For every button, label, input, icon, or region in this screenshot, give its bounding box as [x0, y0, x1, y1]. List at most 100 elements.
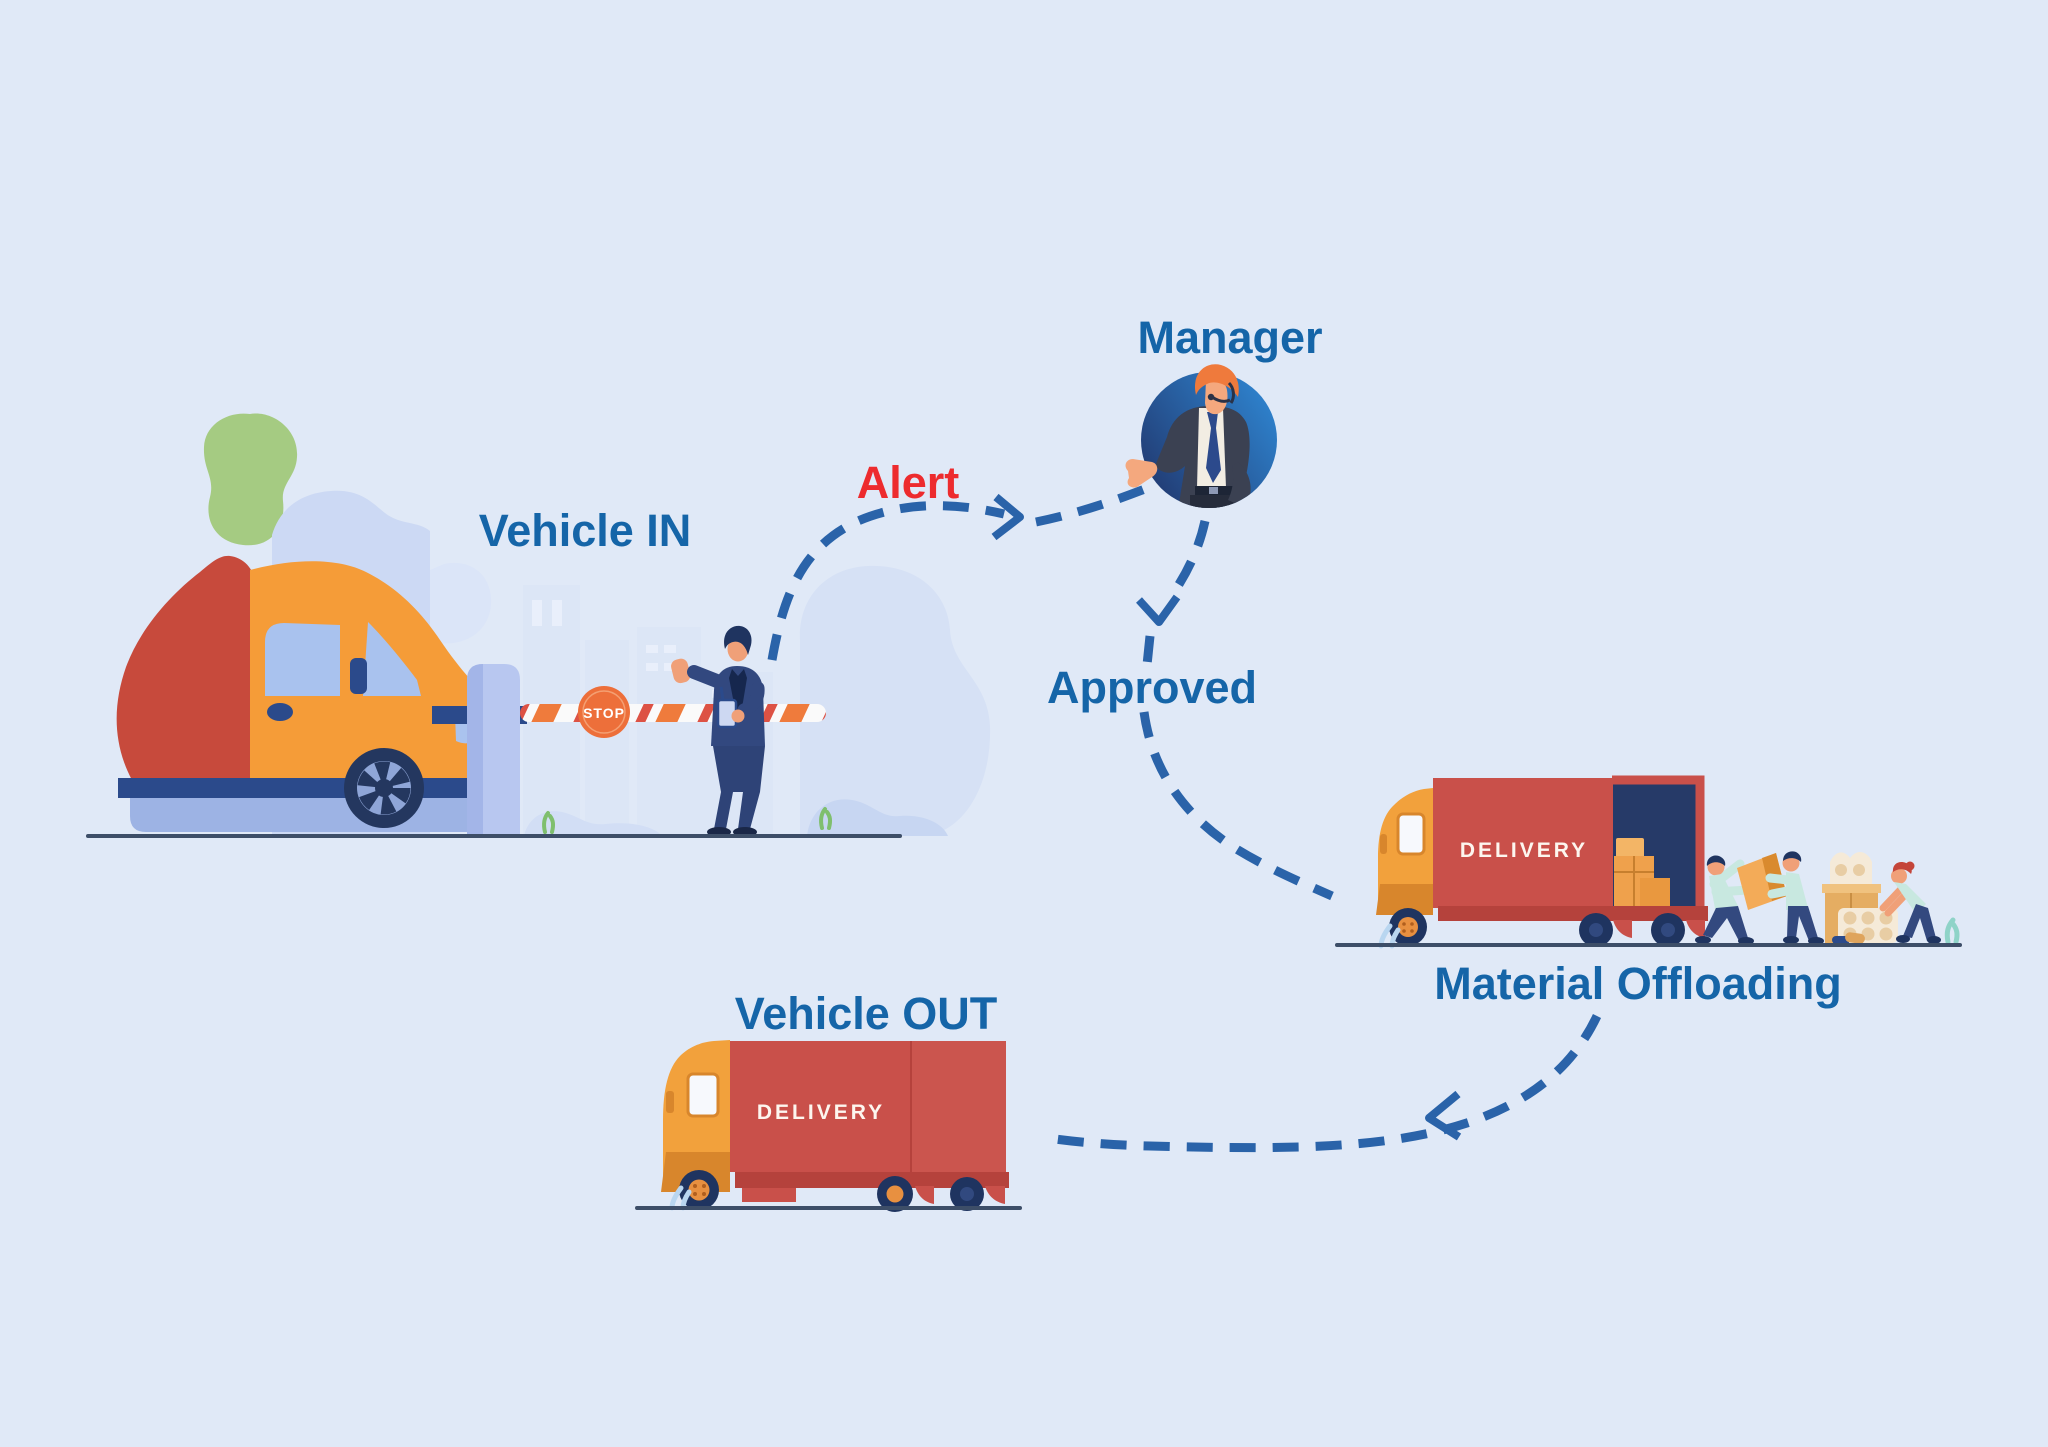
van-side-window	[265, 623, 340, 696]
alert-arrowhead-icon	[991, 493, 1024, 541]
truck-box	[1433, 778, 1613, 908]
truck-chassis	[1438, 906, 1708, 921]
mound-left	[524, 811, 662, 836]
out-truck-mudflap-2	[985, 1186, 1005, 1204]
manager-tie	[1206, 412, 1221, 483]
label-material-offloading: Material Offloading	[1434, 958, 1842, 1009]
worker-3-woman	[1879, 861, 1941, 944]
van-wheel	[344, 748, 424, 828]
scene-vehicle-in: STOP Vehicle IN	[86, 413, 991, 838]
out-truck-box-rear	[912, 1041, 1006, 1172]
guard-hair	[724, 625, 752, 655]
worker-1	[1695, 855, 1754, 945]
out-truck-chassis	[735, 1172, 1009, 1188]
alert-arrow-path	[767, 501, 1006, 661]
worker-1-shoe	[1695, 936, 1711, 944]
worker-1-torso	[1709, 874, 1738, 914]
label-manager: Manager	[1137, 312, 1322, 363]
label-alert: Alert	[857, 457, 960, 508]
guard-walkie-antenna	[719, 686, 725, 701]
manager-face	[1205, 378, 1228, 415]
worker-2-hair	[1783, 851, 1802, 862]
worker-2-legs	[1787, 906, 1818, 941]
manager-extended-hand	[1125, 459, 1158, 488]
material-stack	[1822, 852, 1898, 944]
guard-right-arm	[737, 681, 765, 717]
van-rocker-stripe	[118, 778, 497, 798]
truck-cargo-frame	[1612, 775, 1705, 908]
manager-hip-arm	[1228, 462, 1251, 508]
truck-cargo-boxes	[1614, 838, 1670, 908]
approved-arrow-path	[1168, 520, 1210, 598]
guard-hand	[731, 709, 745, 723]
security-guard	[671, 625, 765, 837]
truck-mudflap-1	[1613, 920, 1632, 938]
out-truck: DELIVERY	[661, 1040, 1009, 1212]
truck-mudflap-2	[1686, 920, 1705, 938]
tan-box-lip	[1822, 884, 1881, 893]
mound-right	[807, 799, 948, 836]
manager-avatar	[1125, 364, 1277, 508]
truck-cab-lower	[1376, 884, 1433, 915]
teal-sprout	[1944, 917, 1960, 945]
woman-hair-bun	[1905, 861, 1915, 871]
label-vehicle-out: Vehicle OUT	[735, 988, 998, 1039]
stop-sign: STOP	[578, 686, 630, 738]
alert-arrow: Alert	[767, 457, 1152, 661]
out-truck-wheels	[679, 1170, 984, 1212]
woman-shoe2	[1927, 936, 1941, 944]
guard-tie	[729, 669, 747, 714]
approved-arrowhead-icon	[1136, 594, 1181, 626]
worker-1-legs	[1703, 906, 1748, 941]
green-blob	[203, 413, 298, 546]
egg-carton-top	[1830, 852, 1872, 884]
approved-arrow-path-mid	[1142, 635, 1155, 666]
label-approved: Approved	[1047, 662, 1257, 713]
tan-roll	[1845, 932, 1865, 944]
truck-wheels	[1389, 908, 1685, 947]
label-vehicle-in: Vehicle IN	[479, 505, 692, 556]
scene-vehicle-out: Vehicle OUT DELIVERY	[635, 988, 1022, 1212]
manager-hair	[1194, 364, 1239, 397]
cloud-mass-right	[799, 565, 991, 836]
return-arrow	[1047, 1014, 1602, 1153]
woman-head	[1891, 868, 1907, 884]
worker-2-shoe	[1783, 936, 1799, 944]
out-truck-underbox	[742, 1188, 796, 1202]
van-mirror	[350, 658, 367, 694]
worker-2-torso	[1786, 872, 1808, 910]
out-truck-brand-text: DELIVERY	[757, 1101, 885, 1124]
truck-brand-text: DELIVERY	[1460, 839, 1588, 862]
out-truck-window	[686, 1072, 720, 1118]
alert-arrow-path-tail	[1035, 482, 1152, 527]
gate-post	[467, 664, 520, 836]
worker-2	[1765, 851, 1824, 945]
stop-sign-text: STOP	[583, 705, 625, 721]
manager-node: Manager	[1125, 312, 1323, 508]
woman-arms	[1879, 886, 1910, 917]
barrier-arm	[520, 704, 826, 722]
woman-shoe	[1896, 935, 1910, 943]
truck-cab-window	[1396, 812, 1426, 856]
return-arrow-path	[1047, 1014, 1602, 1153]
out-truck-mudflap-1	[915, 1186, 934, 1204]
out-truck-mirror	[666, 1091, 674, 1113]
return-arrowhead-icon	[1425, 1090, 1462, 1141]
truck-mirror	[1380, 834, 1387, 854]
red-blob	[116, 555, 257, 782]
manager-trousers	[1190, 495, 1238, 508]
van-skirt	[130, 796, 490, 832]
grass-sprouts	[542, 807, 833, 834]
approved-arrow: Approved	[1047, 520, 1334, 901]
scene-material-offloading: DELIVERY	[1335, 775, 1962, 1009]
cloud-blob	[430, 562, 492, 644]
van-door-handle	[267, 703, 293, 721]
guard-raised-hand	[671, 658, 691, 684]
worker-1-hair	[1706, 855, 1726, 866]
guard-legs	[713, 746, 765, 829]
offloading-truck: DELIVERY	[1376, 775, 1708, 949]
manager-headset-mic	[1207, 393, 1215, 401]
woman-legs	[1903, 904, 1936, 941]
van-windshield	[363, 622, 421, 696]
